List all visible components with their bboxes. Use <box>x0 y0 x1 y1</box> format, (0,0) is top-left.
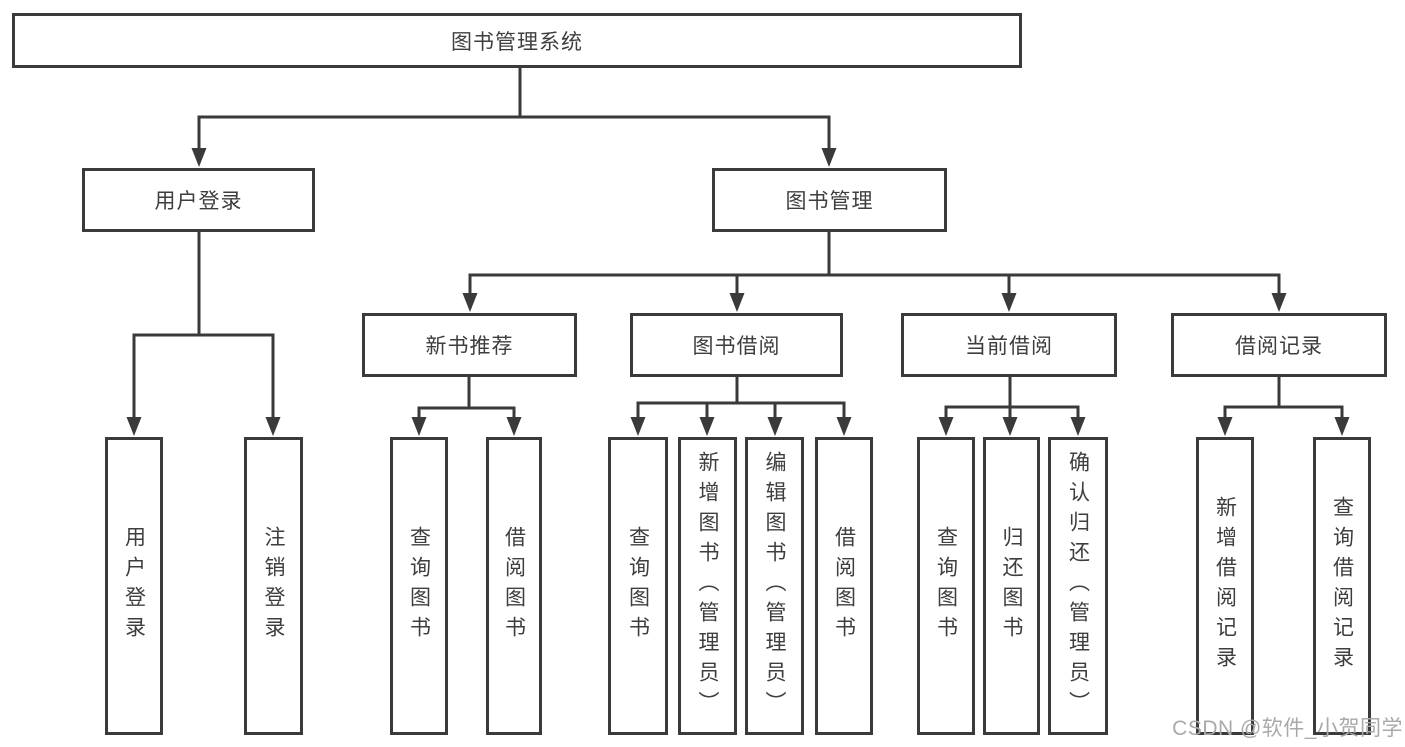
connector-book-management <box>468 232 1281 297</box>
arrow-icon <box>1002 417 1018 436</box>
arrow-icon <box>1070 417 1086 436</box>
arrow-icon <box>1271 293 1287 312</box>
leaf-bb-query-books: 查询图书 <box>608 437 668 735</box>
leaf-br-add-record: 新增借阅记录 <box>1196 437 1254 735</box>
connector-new-book-recommend <box>417 377 516 421</box>
leaf-cb-confirm-return-admin: 确认归还（管理员） <box>1048 437 1108 735</box>
connector-current-borrow <box>944 377 1080 421</box>
arrow-icon <box>729 293 745 312</box>
node-book-management: 图书管理 <box>712 168 947 232</box>
leaf-bb-edit-books-admin: 编辑图书（管理员） <box>745 437 804 735</box>
leaf-nbr-borrow-books: 借阅图书 <box>486 437 542 735</box>
arrow-icon <box>836 417 852 436</box>
arrow-icon <box>630 417 646 436</box>
node-new-book-recommend: 新书推荐 <box>362 313 577 377</box>
arrow-icon <box>1217 417 1233 436</box>
arrow-icon <box>767 417 783 436</box>
node-user-login: 用户登录 <box>82 168 315 232</box>
node-borrow-records: 借阅记录 <box>1171 313 1387 377</box>
leaf-nbr-query-books: 查询图书 <box>390 437 448 735</box>
leaf-cb-return-books: 归还图书 <box>983 437 1040 735</box>
leaf-br-query-record: 查询借阅记录 <box>1313 437 1371 735</box>
leaf-user-login: 用户登录 <box>105 437 163 735</box>
leaf-bb-add-books-admin: 新增图书（管理员） <box>678 437 737 735</box>
leaf-logout: 注销登录 <box>244 437 303 735</box>
arrow-icon <box>1334 417 1350 436</box>
leaf-bb-borrow-books: 借阅图书 <box>815 437 873 735</box>
arrow-icon <box>699 417 715 436</box>
arrow-icon <box>821 148 837 167</box>
arrow-icon <box>265 417 281 436</box>
connector-user-login <box>132 232 275 421</box>
node-current-borrow: 当前借阅 <box>901 313 1117 377</box>
node-root: 图书管理系统 <box>12 13 1022 68</box>
arrow-icon <box>411 417 427 436</box>
connector-borrow-records <box>1223 377 1344 421</box>
watermark: CSDN @软件_小贺同学 <box>1172 717 1403 740</box>
connector-root <box>197 68 831 152</box>
connector-book-borrow <box>636 377 846 421</box>
arrow-icon <box>462 293 478 312</box>
arrow-icon <box>126 417 142 436</box>
leaf-cb-query-books: 查询图书 <box>917 437 975 735</box>
arrow-icon <box>191 148 207 167</box>
arrow-icon <box>1001 293 1017 312</box>
arrow-icon <box>938 417 954 436</box>
node-book-borrow: 图书借阅 <box>630 313 843 377</box>
arrow-icon <box>506 417 522 436</box>
